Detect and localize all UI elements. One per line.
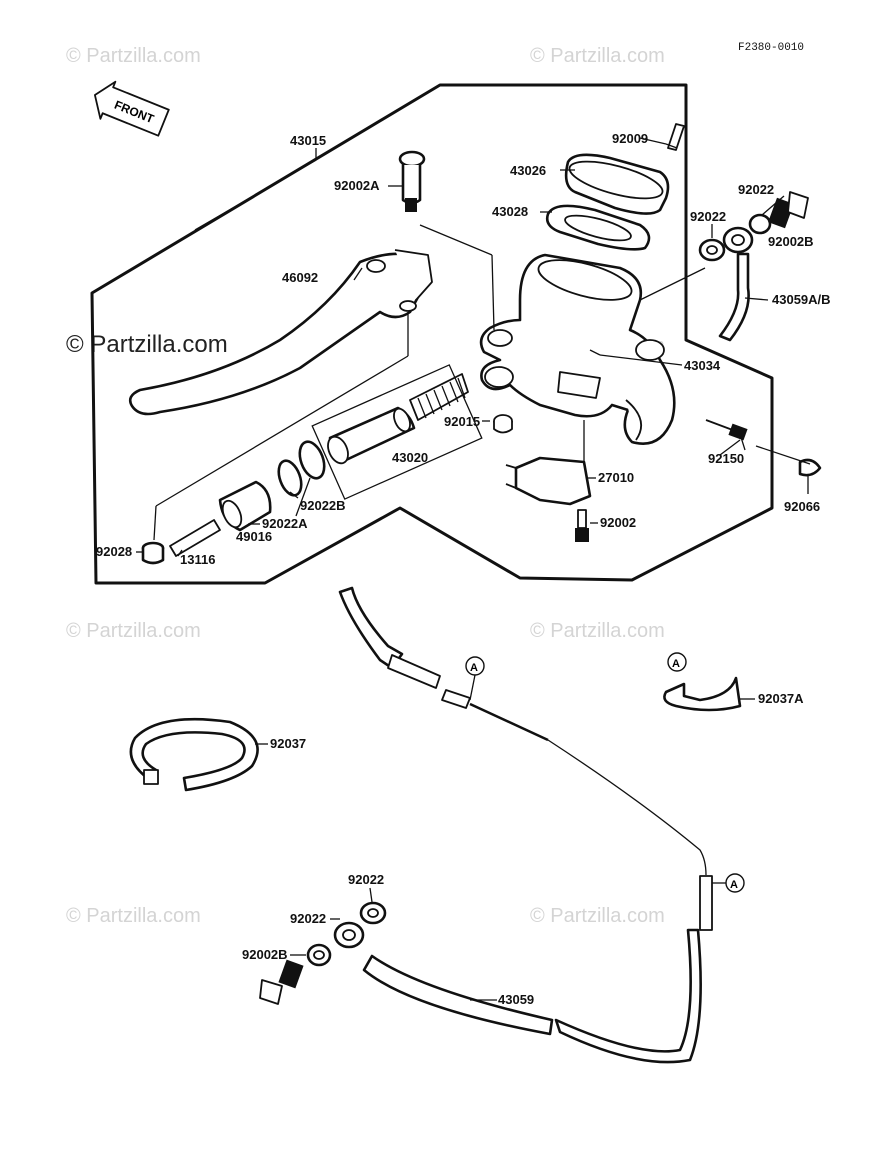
figure-code: F2380-0010 — [738, 42, 804, 54]
boot-49016 — [218, 480, 272, 532]
label-46092: 46092 — [282, 270, 318, 285]
pushrod-13116 — [169, 519, 221, 557]
label-92009: 92009 — [612, 131, 648, 146]
ref-marker-a: A — [465, 656, 485, 676]
screw-92002 — [575, 509, 589, 542]
label-43020: 43020 — [392, 450, 428, 465]
washer-92022A — [298, 440, 326, 480]
label-92002A: 92002A — [334, 178, 380, 193]
nut-92015 — [493, 414, 513, 434]
hose-43059 — [362, 954, 554, 1036]
label-92015: 92015 — [444, 414, 480, 429]
band-92037 — [129, 717, 259, 792]
watermark: © Partzilla.com — [530, 905, 665, 927]
switch-27010 — [505, 456, 592, 506]
screw-92009 — [665, 123, 685, 151]
bolt-92002B-top — [768, 191, 809, 229]
washer-92022-bottom-left — [306, 943, 332, 967]
cap-92028 — [141, 541, 165, 565]
label-92028: 92028 — [96, 544, 132, 559]
front-arrow-icon: FRONT — [94, 80, 170, 137]
banjo-fitting — [722, 226, 754, 254]
clutch-cable — [338, 586, 707, 876]
washer-92022-bottom-right — [359, 901, 387, 925]
watermark: © Partzilla.com — [66, 620, 201, 642]
ref-marker-a: A — [667, 652, 687, 672]
clamp-92037A — [663, 676, 742, 712]
label-92002B: 92002B — [768, 234, 814, 249]
label-92022B: 92022B — [300, 498, 346, 513]
assembly-frame — [90, 83, 774, 585]
label-92002: 92002 — [600, 515, 636, 530]
label-92150: 92150 — [708, 451, 744, 466]
label-13116: 13116 — [180, 552, 215, 567]
leader-lines — [136, 137, 811, 1001]
banjo-fitting-bottom — [333, 921, 365, 949]
label-92037: 92037 — [270, 736, 306, 751]
svg-text:A: A — [470, 662, 478, 674]
cap-92066 — [798, 458, 822, 477]
part-labels: 43015 92009 43026 92002A 43028 92022 920… — [96, 131, 831, 1007]
bolt-92002A — [398, 150, 426, 212]
watermark: © Partzilla.com — [66, 45, 201, 67]
label-92037A: 92037A — [758, 691, 804, 706]
svg-text:A: A — [730, 879, 738, 891]
watermark: © Partzilla.com — [530, 620, 665, 642]
label-43028: 43028 — [492, 204, 528, 219]
cable-end-lower — [554, 875, 713, 1064]
diaphragm-43028 — [545, 204, 651, 251]
label-92022: 92022 — [690, 209, 726, 224]
watermark: © Partzilla.com — [66, 331, 228, 358]
watermark: © Partzilla.com — [530, 45, 665, 67]
svg-text:A: A — [672, 658, 680, 670]
circlip-92022B — [277, 459, 303, 497]
label-27010: 27010 — [598, 470, 634, 485]
ref-marker-a: A — [725, 873, 745, 893]
master-cylinder-43034 — [479, 253, 676, 445]
label-43015: 43015 — [290, 133, 326, 148]
label-43026: 43026 — [510, 163, 546, 178]
label-43059AB: 43059A/B — [772, 292, 831, 307]
washer-92022-top-left — [698, 238, 726, 262]
label-92066: 92066 — [784, 499, 820, 514]
label-49016: 49016 — [236, 529, 272, 544]
reservoir-cap-43026 — [564, 153, 670, 215]
bolt-92002B-bottom — [259, 959, 304, 1005]
watermarks: © Partzilla.com © Partzilla.com © Partzi… — [66, 45, 665, 927]
bolt-92150 — [705, 419, 748, 441]
label-92022: 92022 — [290, 911, 326, 926]
watermark: © Partzilla.com — [66, 905, 201, 927]
label-92022: 92022 — [738, 182, 774, 197]
label-92002B: 92002B — [242, 947, 288, 962]
washer-92022-top-right — [748, 213, 772, 235]
label-92022A: 92022A — [262, 516, 308, 531]
clutch-lever-46092 — [128, 249, 433, 416]
label-43059: 43059 — [498, 992, 534, 1007]
piston-kit-43020 — [311, 364, 483, 500]
label-92022: 92022 — [348, 872, 384, 887]
label-43034: 43034 — [684, 358, 721, 373]
hose-43059AB — [718, 252, 750, 342]
